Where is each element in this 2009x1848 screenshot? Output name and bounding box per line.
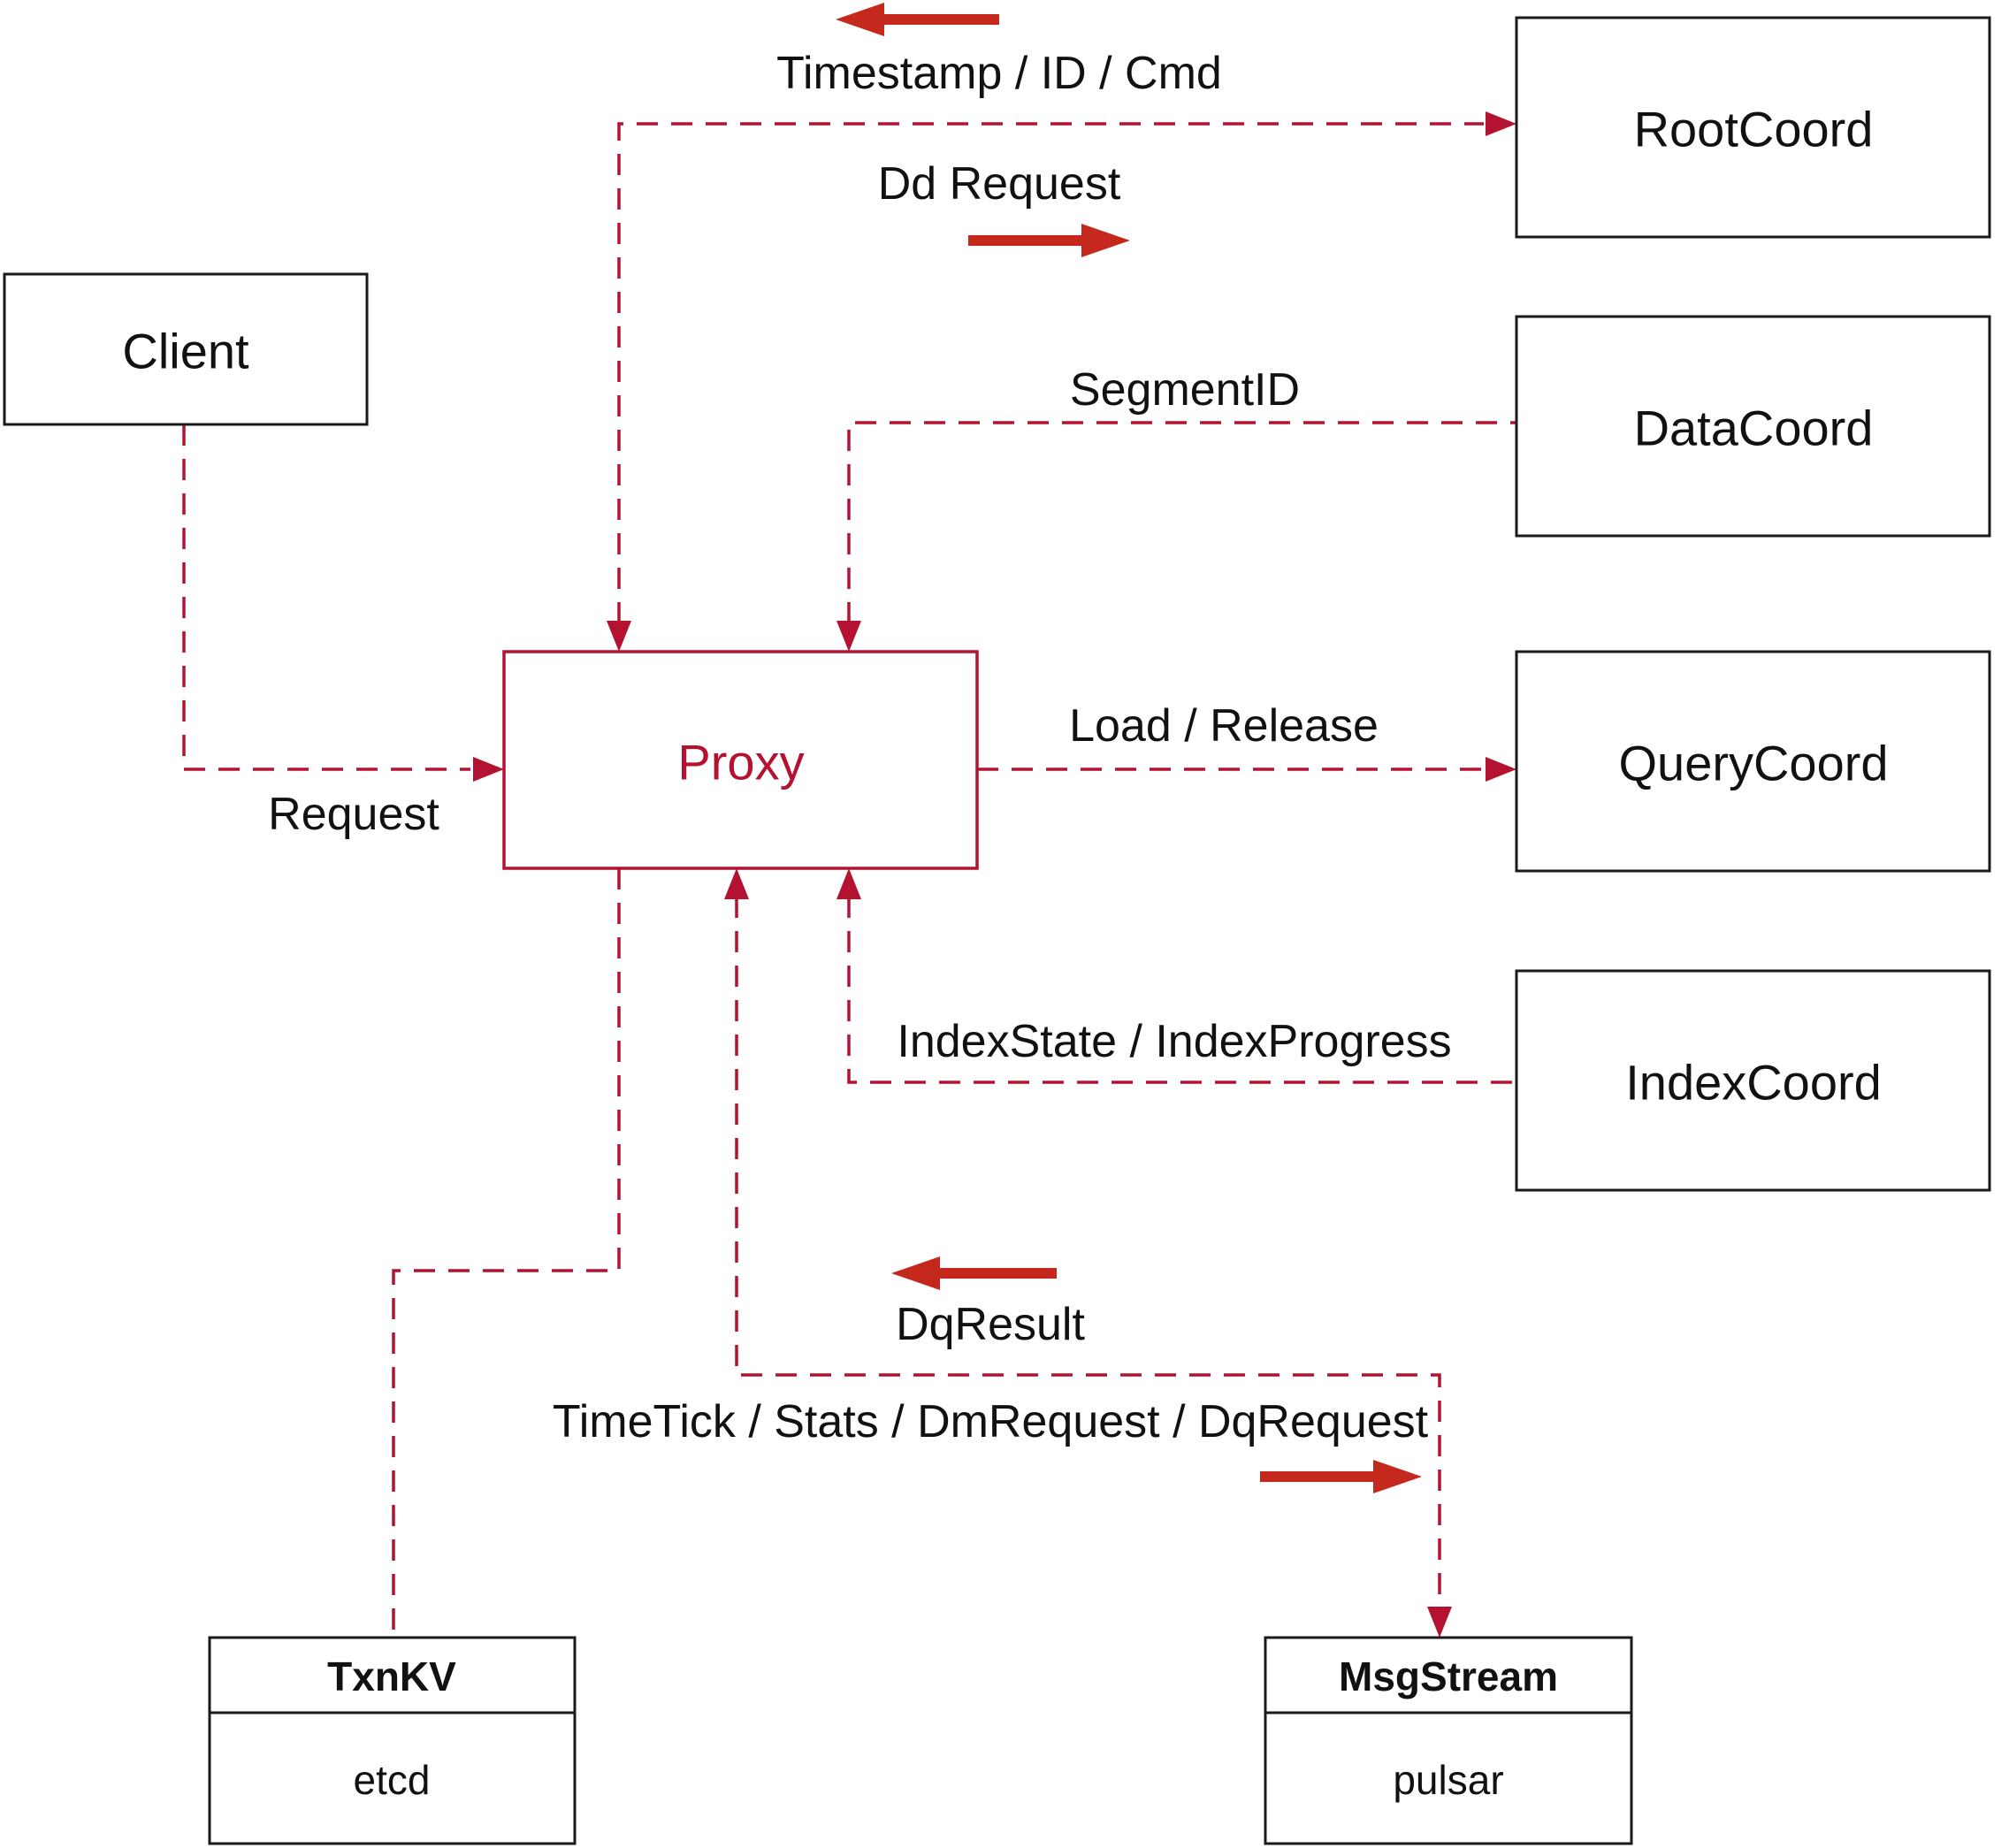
node-datacoord: DataCoord — [1515, 315, 1991, 538]
arrowhead-into-msgstream-icon — [1427, 1607, 1452, 1638]
txnkv-box — [208, 1636, 577, 1845]
edge-indexcoord-to-proxy — [847, 897, 1516, 1084]
edge-proxy-msgstream — [735, 897, 1441, 1605]
arrowhead-into-proxy-bottom-right-icon — [836, 868, 861, 899]
node-txnkv: TxnKV etcd — [208, 1636, 577, 1845]
arrowhead-into-rootcoord-icon — [1486, 111, 1516, 136]
arrowhead-into-proxy-left-icon — [473, 757, 504, 782]
edge-label-dd-request: Dd Request — [878, 158, 1121, 210]
indexcoord-box — [1515, 969, 1991, 1192]
direction-arrow-right-ddrequest-icon — [968, 224, 1130, 257]
node-msgstream: MsgStream pulsar — [1264, 1636, 1633, 1845]
direction-arrow-right-timetick-icon — [1260, 1460, 1422, 1493]
arrowhead-into-proxy-bottom-left-icon — [724, 868, 749, 899]
edge-label-indexstate-indexprogress: IndexState / IndexProgress — [897, 1016, 1451, 1067]
node-client: Client — [3, 272, 369, 426]
edge-label-dq-result: DqResult — [896, 1299, 1085, 1350]
edge-label-load-release: Load / Release — [1069, 700, 1379, 752]
edge-label-timetick-stats: TimeTick / Stats / DmRequest / DqRequest — [553, 1396, 1429, 1447]
datacoord-box — [1515, 315, 1991, 538]
querycoord-box — [1515, 650, 1991, 873]
arrowhead-into-proxy-top-left-icon — [607, 621, 631, 652]
rootcoord-label: RootCoord — [1634, 102, 1874, 157]
node-querycoord: QueryCoord — [1515, 650, 1991, 873]
proxy-box — [502, 650, 979, 870]
arrowhead-into-querycoord-icon — [1486, 757, 1516, 782]
msgstream-implementation: pulsar — [1393, 1757, 1503, 1803]
node-indexcoord: IndexCoord — [1515, 969, 1991, 1192]
msgstream-box — [1264, 1636, 1633, 1845]
edge-client-to-proxy — [182, 424, 470, 771]
indexcoord-label: IndexCoord — [1625, 1055, 1882, 1111]
rootcoord-box — [1515, 16, 1991, 239]
node-rootcoord: RootCoord — [1515, 16, 1991, 239]
edge-datacoord-to-proxy — [847, 421, 1516, 623]
querycoord-label: QueryCoord — [1618, 736, 1888, 791]
direction-arrow-left-dqresult-icon — [891, 1256, 1057, 1290]
txnkv-implementation: etcd — [354, 1757, 431, 1803]
client-label: Client — [122, 324, 249, 379]
edge-proxy-to-txnkv — [392, 868, 621, 1636]
client-box — [3, 272, 369, 426]
arrowhead-into-proxy-top-right-icon — [836, 621, 861, 652]
node-proxy: Proxy — [502, 650, 979, 870]
edge-label-segment-id: SegmentID — [1070, 364, 1300, 416]
edge-label-request: Request — [268, 789, 439, 840]
edge-proxy-rootcoord — [617, 122, 1484, 623]
direction-arrow-left-timestamp-icon — [836, 3, 999, 36]
msgstream-title: MsgStream — [1339, 1653, 1558, 1699]
proxy-label: Proxy — [677, 735, 804, 790]
txnkv-title: TxnKV — [327, 1653, 456, 1699]
datacoord-label: DataCoord — [1634, 401, 1874, 456]
edge-label-timestamp-id-cmd: Timestamp / ID / Cmd — [776, 48, 1222, 99]
